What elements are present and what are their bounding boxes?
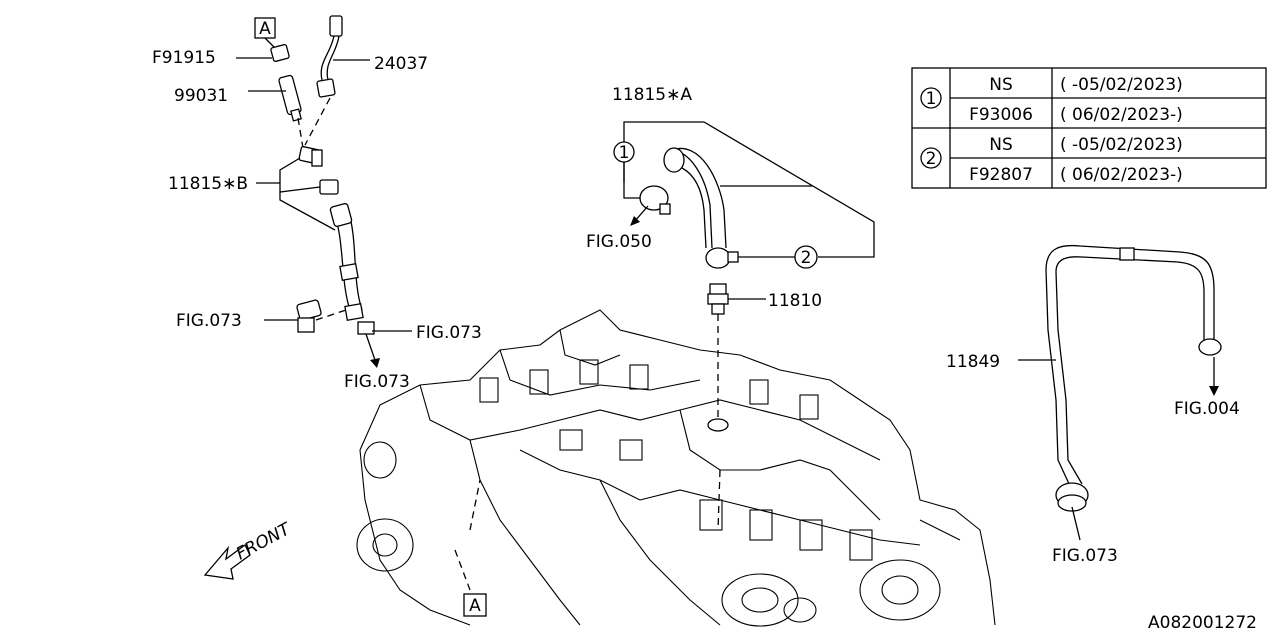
hose-11849[interactable] [1045, 244, 1222, 512]
reference-box-a-bottom[interactable]: A [463, 593, 487, 617]
label-11815b[interactable]: 11815∗B [168, 174, 248, 194]
reference-box-a-top[interactable]: A [254, 17, 276, 39]
callout-1-marker[interactable]: 1 [613, 141, 635, 163]
table-row-part[interactable]: F92807 [969, 165, 1033, 185]
label-11810[interactable]: 11810 [768, 291, 822, 311]
label-fig073-hose[interactable]: FIG.073 [1052, 546, 1118, 566]
label-11815a[interactable]: 11815∗A [612, 85, 692, 105]
table-row-date: ( 06/02/2023-) [1060, 165, 1183, 185]
label-fig050[interactable]: FIG.050 [586, 232, 652, 252]
supersession-table: 1 2 NS ( -05/02/2023) F93006 ( 06/02/202… [911, 67, 1267, 189]
label-f91915[interactable]: F91915 [152, 48, 216, 68]
reference-box-a-top-label: A [259, 19, 271, 39]
label-11849[interactable]: 11849 [946, 352, 1000, 372]
table-row-date: ( -05/02/2023) [1060, 75, 1183, 95]
callout-2-label: 2 [801, 248, 812, 268]
label-99031[interactable]: 99031 [174, 86, 228, 106]
sensor-11810[interactable] [707, 283, 729, 315]
callout-2-marker[interactable]: 2 [794, 245, 818, 269]
hose-11815b[interactable] [298, 146, 375, 335]
table-row-date: ( -05/02/2023) [1060, 135, 1183, 155]
label-fig073-below[interactable]: FIG.073 [344, 372, 410, 392]
connector-fig073-left[interactable] [296, 299, 322, 333]
harness-24037[interactable] [316, 15, 343, 98]
front-label: FRONT [233, 519, 295, 565]
clip-f91915[interactable] [270, 43, 290, 63]
sensor-99031[interactable] [278, 74, 302, 122]
table-group-2: 2 [926, 149, 937, 169]
label-fig073-left[interactable]: FIG.073 [176, 311, 242, 331]
table-row-part[interactable]: NS [989, 75, 1013, 95]
table-row-part[interactable]: NS [989, 135, 1013, 155]
engine-block [356, 309, 996, 627]
label-24037[interactable]: 24037 [374, 54, 428, 74]
table-row-date: ( 06/02/2023-) [1060, 105, 1183, 125]
hose-11815a[interactable] [663, 147, 739, 269]
callout-1-label: 1 [619, 143, 630, 163]
table-row-part[interactable]: F93006 [969, 105, 1033, 125]
reference-box-a-bottom-label: A [469, 596, 481, 616]
drawing-id: A082001272 [1148, 613, 1257, 633]
front-arrow: FRONT [203, 519, 295, 580]
table-group-1: 1 [926, 89, 937, 109]
label-fig073-right[interactable]: FIG.073 [416, 323, 482, 343]
label-fig004[interactable]: FIG.004 [1174, 399, 1240, 419]
